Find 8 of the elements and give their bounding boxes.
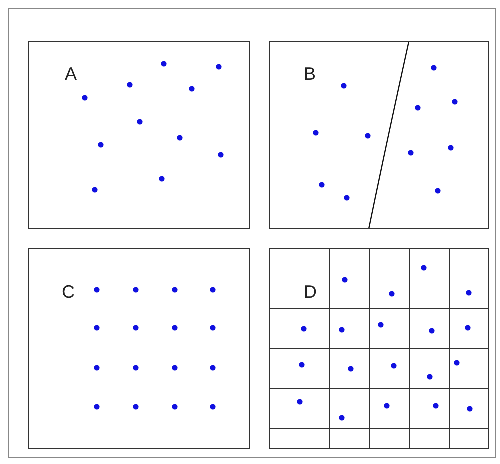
panel-letter: C xyxy=(62,282,75,302)
plot-panel xyxy=(269,248,489,449)
panel-letter: A xyxy=(65,64,78,84)
panel-letter: D xyxy=(304,282,317,302)
plot-panel xyxy=(28,248,250,449)
panel-letter: B xyxy=(304,64,316,84)
plot-panel xyxy=(28,41,250,229)
plot-panel xyxy=(269,41,489,229)
